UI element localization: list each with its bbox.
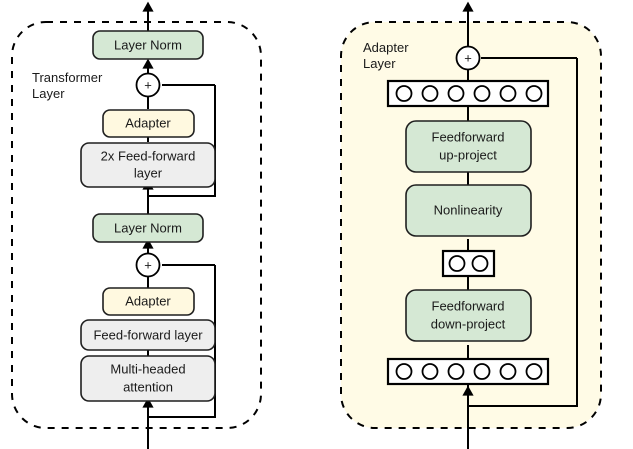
unit-row-top (386, 79, 550, 108)
operator-add-bottom: + (135, 252, 161, 278)
box-feed-forward-2x-label-line2: layer (134, 165, 163, 180)
box-multi-headed-attention-label-line2: attention (123, 379, 173, 394)
operator-add-top-symbol: + (144, 77, 152, 92)
unit-circle (447, 85, 465, 102)
edge-residual-bottom (148, 265, 216, 418)
box-adapter-top[interactable]: Adapter (102, 109, 195, 138)
box-multi-headed-attention-label-line1: Multi-headed (110, 361, 185, 376)
box-nonlinearity[interactable]: Nonlinearity (405, 184, 532, 237)
transformer-layer-label-line1: Transformer (32, 70, 103, 85)
unit-circle (395, 363, 413, 380)
box-adapter-top-label: Adapter (125, 115, 171, 130)
unit-circle (421, 85, 439, 102)
operator-add-top: + (135, 72, 161, 98)
box-multi-headed-attention[interactable]: Multi-headed attention (80, 355, 216, 402)
transformer-layer-panel: Transformer Layer Layer Norm (11, 1, 262, 449)
unit-circle (525, 363, 543, 380)
transformer-layer-label-line2: Layer (32, 86, 65, 101)
box-layer-norm-top[interactable]: Layer Norm (92, 30, 204, 60)
box-feed-forward-layer-label: Feed-forward layer (93, 327, 203, 342)
edge-residual-top (148, 85, 216, 197)
box-layer-norm-bottom[interactable]: Layer Norm (92, 213, 204, 243)
operator-add-adapter: + (455, 45, 481, 71)
box-feed-forward-layer[interactable]: Feed-forward layer (80, 319, 216, 351)
box-feedforward-down-project-label-line1: Feedforward (432, 298, 505, 313)
edge-adapter-skip (468, 58, 578, 407)
adapter-layer-label-line2: Layer (363, 56, 396, 71)
unit-circle (421, 363, 439, 380)
operator-add-adapter-symbol: + (464, 50, 472, 65)
unit-circle (448, 255, 466, 272)
box-layer-norm-bottom-label: Layer Norm (114, 220, 182, 235)
unit-row-bottom (386, 357, 550, 386)
adapter-layer-panel: Adapter Layer (340, 1, 602, 449)
unit-circle (447, 363, 465, 380)
adapter-layer-label-line1: Adapter (363, 40, 409, 55)
unit-row-bottleneck (441, 249, 496, 278)
box-feed-forward-2x[interactable]: 2x Feed-forward layer (80, 142, 216, 188)
box-feedforward-up-project-label-line2: up-project (439, 147, 497, 162)
box-feed-forward-2x-label-line1: 2x Feed-forward (101, 148, 196, 163)
box-feedforward-up-project[interactable]: Feedforward up-project (405, 120, 532, 173)
unit-circle (473, 363, 491, 380)
box-adapter-bottom[interactable]: Adapter (102, 287, 195, 316)
box-feedforward-down-project[interactable]: Feedforward down-project (405, 289, 532, 342)
unit-circle (499, 363, 517, 380)
box-adapter-bottom-label: Adapter (125, 293, 171, 308)
box-feedforward-down-project-label-line2: down-project (431, 316, 506, 331)
transformer-layer-boundary (11, 21, 262, 429)
unit-circle (525, 85, 543, 102)
box-layer-norm-top-label: Layer Norm (114, 37, 182, 52)
operator-add-bottom-symbol: + (144, 257, 152, 272)
unit-circle (471, 255, 489, 272)
unit-circle (499, 85, 517, 102)
box-feedforward-up-project-label-line1: Feedforward (432, 129, 505, 144)
box-nonlinearity-label: Nonlinearity (434, 202, 503, 217)
unit-circle (395, 85, 413, 102)
unit-circle (473, 85, 491, 102)
